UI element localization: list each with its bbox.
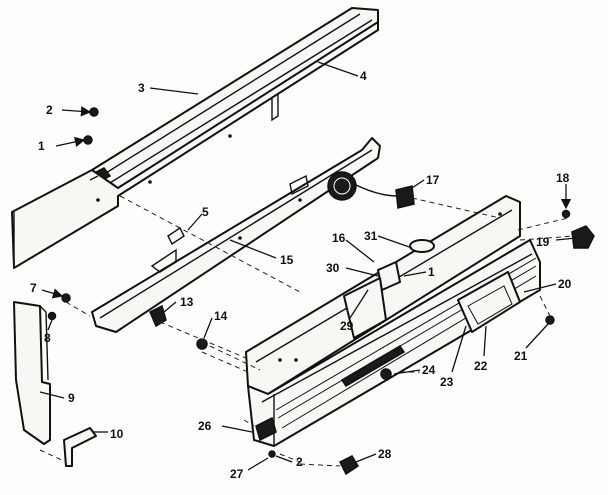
callout-22: 22 bbox=[474, 359, 488, 373]
callout-26: 26 bbox=[198, 419, 212, 433]
callout-10: 10 bbox=[110, 427, 124, 441]
callout-3: 3 bbox=[138, 81, 145, 95]
callout-27: 27 bbox=[230, 467, 244, 481]
callout-17: 17 bbox=[426, 173, 440, 187]
callout-18: 18 bbox=[556, 171, 570, 185]
callout-31: 31 bbox=[364, 229, 378, 243]
side-bracket bbox=[13, 301, 51, 445]
callout-4: 4 bbox=[360, 69, 367, 83]
callout-5: 5 bbox=[202, 205, 209, 219]
callout-21: 21 bbox=[514, 349, 528, 363]
callout-labels: 1 2 3 4 5 7 8 9 10 13 14 15 16 17 18 19 … bbox=[30, 69, 572, 481]
callout-15: 15 bbox=[280, 253, 294, 267]
callout-7: 7 bbox=[30, 281, 37, 295]
mounting-bracket bbox=[91, 137, 381, 333]
callout-24: 24 bbox=[422, 363, 436, 377]
callout-20: 20 bbox=[558, 277, 572, 291]
leader-lines bbox=[39, 61, 577, 471]
callout-14: 14 bbox=[214, 309, 228, 323]
callout-29: 29 bbox=[340, 319, 354, 333]
callout-16: 16 bbox=[332, 231, 346, 245]
callout-30: 30 bbox=[326, 261, 340, 275]
callout-8: 8 bbox=[44, 331, 51, 345]
callout-9: 9 bbox=[68, 391, 75, 405]
clip-part bbox=[63, 427, 97, 467]
knob-19 bbox=[571, 225, 595, 249]
callout-13: 13 bbox=[180, 295, 194, 309]
rear-panel bbox=[11, 21, 379, 269]
top-trim-bar bbox=[91, 7, 379, 189]
callout-1: 1 bbox=[38, 139, 45, 153]
callout-2: 2 bbox=[46, 103, 53, 117]
callout-2b: 2 bbox=[296, 455, 303, 469]
callout-28: 28 bbox=[378, 447, 392, 461]
callout-23: 23 bbox=[440, 375, 454, 389]
fasteners-13-14 bbox=[149, 304, 208, 350]
control-panel bbox=[245, 195, 541, 447]
callout-19: 19 bbox=[536, 235, 550, 249]
callout-1b: 1 bbox=[428, 265, 435, 279]
timer-assembly bbox=[327, 171, 415, 209]
